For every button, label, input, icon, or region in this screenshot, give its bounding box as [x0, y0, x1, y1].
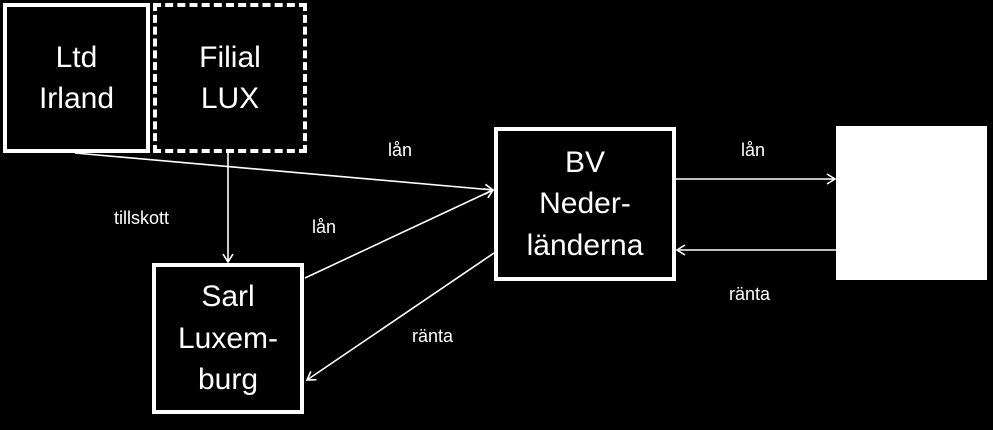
box-filial-lux: Filial LUX — [153, 3, 307, 153]
label-ranta-external-to-bv: ränta — [729, 284, 771, 304]
label-ranta-bv-to-sarl: ränta — [412, 326, 454, 346]
label-lan-ltd-to-bv: lån — [388, 140, 413, 160]
box-external-blank — [836, 126, 987, 280]
arrow-sarl-to-bv — [304, 188, 495, 279]
box-ltd-irland: Ltd Irland — [3, 3, 150, 153]
label-lan-bv-to-external: lån — [741, 140, 766, 160]
box-bv-nederlanderna: BV Neder- länderna — [494, 127, 676, 281]
label-tillskott: tillskott — [114, 208, 170, 228]
arrow-ltd-to-bv — [74, 152, 495, 195]
arrow-bv-to-sarl — [305, 252, 495, 381]
label-lan-sarl-to-bv: lån — [312, 217, 337, 237]
box-sarl-luxemburg: Sarl Luxem- burg — [152, 263, 304, 414]
